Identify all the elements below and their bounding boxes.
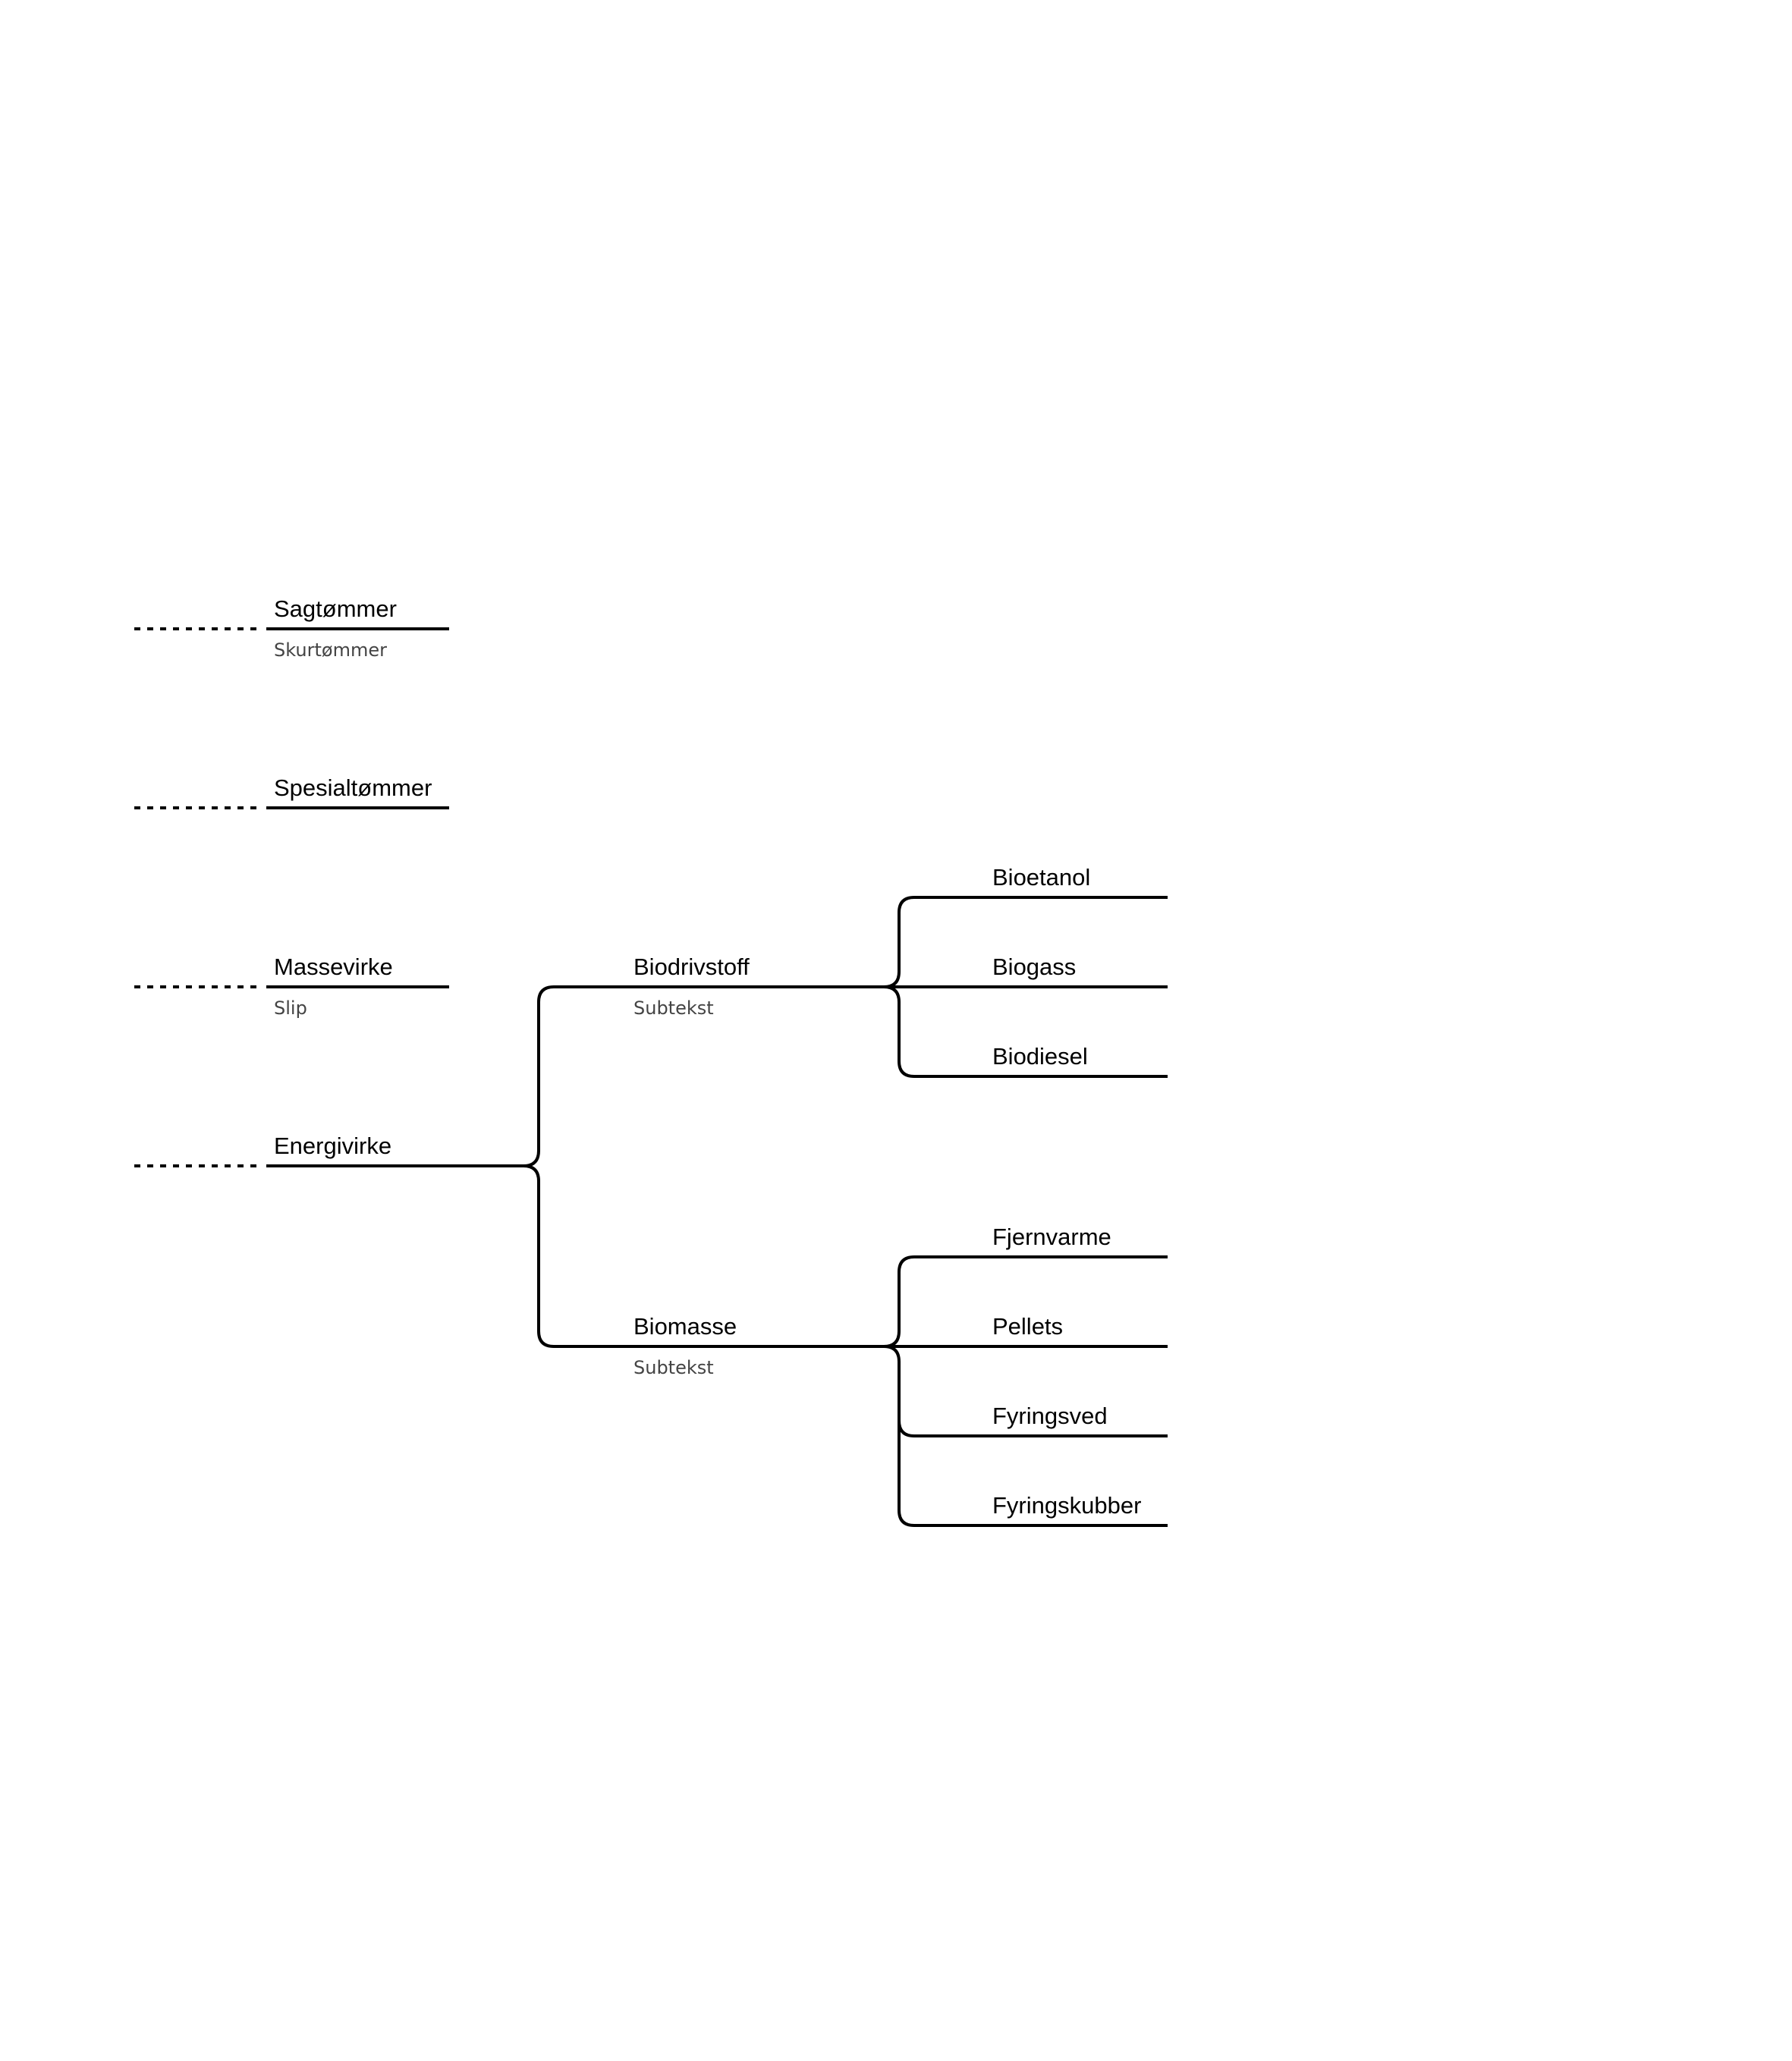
node-subtext: Subtekst — [633, 1357, 714, 1378]
leaf-fyringskubber: Fyringskubber — [992, 1492, 1141, 1519]
node-label: Energivirke — [274, 1133, 391, 1159]
node-label: Biomasse — [633, 1313, 737, 1340]
branch-line — [883, 896, 1168, 988]
branch-line — [883, 1255, 1168, 1348]
leaf-fjernvarme: Fjernvarme — [992, 1224, 1111, 1250]
node-subtext: Skurtømmer — [274, 639, 387, 661]
branch-line — [883, 985, 1168, 1078]
node-subtext: Slip — [274, 998, 307, 1019]
branch-line — [898, 1421, 1168, 1527]
node-label: Spesialtømmer — [274, 774, 432, 801]
node-massevirke: Massevirke Slip — [134, 954, 449, 1019]
leaf-fyringsved: Fyringsved — [992, 1403, 1108, 1429]
leaf-biodiesel: Biodiesel — [992, 1043, 1088, 1070]
node-energivirke: Energivirke — [134, 985, 884, 1348]
node-sagtommer: Sagtømmer Skurtømmer — [134, 595, 449, 661]
node-label: Biodrivstoff — [633, 954, 750, 980]
node-label: Massevirke — [274, 954, 393, 980]
node-spesialtommer: Spesialtømmer — [134, 774, 449, 809]
branch-line-biodrivstoff — [266, 985, 884, 1167]
node-biomasse: Biomasse Subtekst Fjernvarme Pellets Fyr… — [633, 1224, 1168, 1527]
leaf-biogass: Biogass — [992, 954, 1076, 980]
node-label: Sagtømmer — [274, 595, 397, 622]
node-subtext: Subtekst — [633, 998, 714, 1019]
branch-line-biomasse — [523, 1164, 884, 1348]
leaf-bioetanol: Bioetanol — [992, 864, 1090, 891]
node-biodrivstoff: Biodrivstoff Subtekst Bioetanol Biogass … — [633, 864, 1168, 1078]
leaf-pellets: Pellets — [992, 1313, 1063, 1340]
